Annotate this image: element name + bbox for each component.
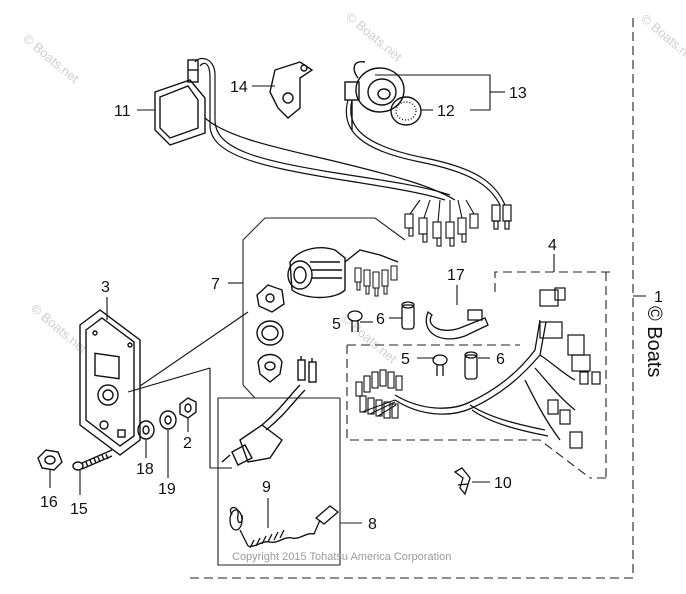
part-2-nut <box>179 397 197 419</box>
watermark-5: © Boats.net <box>338 311 400 367</box>
frame-group-8 <box>217 397 362 566</box>
part-11-switch-box <box>154 59 206 146</box>
harness-13-wires <box>345 99 512 230</box>
callout-2: 2 <box>183 435 192 452</box>
part-17-clamp <box>425 309 489 340</box>
part-ring <box>256 320 284 346</box>
part-15-screw <box>72 449 113 471</box>
part-4-harness <box>394 319 576 441</box>
callout-5-upper: 5 <box>332 316 341 333</box>
part-6-sleeve-lower <box>464 351 478 380</box>
part-19-washer <box>159 410 177 430</box>
watermark-2: © Boats.net <box>343 9 405 65</box>
callout-17: 17 <box>447 267 465 284</box>
part-5-screw-lower <box>432 354 448 376</box>
watermark-1: © Boats.net <box>20 31 82 87</box>
callout-9: 9 <box>262 479 271 496</box>
ignition-connectors <box>354 265 398 297</box>
frame-assembly-1 <box>190 18 634 579</box>
part-6-sleeve-upper <box>401 301 415 330</box>
callout-15: 15 <box>70 501 88 518</box>
callout-4: 4 <box>548 237 557 254</box>
part-9-lanyard <box>229 505 340 549</box>
callout-leaders <box>137 74 505 483</box>
callout-8: 8 <box>368 516 377 533</box>
callout-1: 1 <box>654 289 663 306</box>
harness-4-connectors-left <box>355 369 403 419</box>
part-7-ignition-switch <box>287 247 399 299</box>
harness-4-connectors-top <box>539 287 601 449</box>
part-3-panel <box>79 309 141 456</box>
part-12-cover <box>390 96 422 126</box>
callout-16: 16 <box>40 494 58 511</box>
callout-18: 18 <box>136 461 154 478</box>
harness-11-wires <box>194 57 456 201</box>
panel-leaders <box>106 297 249 469</box>
callout-10: 10 <box>494 475 512 492</box>
part-18-washer <box>137 420 155 440</box>
frame-group-4 <box>346 271 610 479</box>
callout-19: 19 <box>158 481 176 498</box>
part-13-gauge <box>344 61 405 130</box>
copyright-text: Copyright 2015 Tohatsu America Corporati… <box>232 551 451 563</box>
callout-12: 12 <box>437 103 455 120</box>
part-10-clip <box>453 467 471 496</box>
part-14-bracket <box>269 61 314 119</box>
callout-6-upper: 6 <box>376 311 385 328</box>
watermark-3: © Boats.net <box>638 11 686 67</box>
part-16-nut <box>37 449 63 471</box>
callout-14: 14 <box>230 79 248 96</box>
watermarks: © Boats.net © Boats.net © Boats.net © Bo… <box>20 9 686 367</box>
harness-11-connectors <box>404 199 479 247</box>
part-8-switch <box>221 356 317 466</box>
side-watermark: © Boats <box>643 306 665 377</box>
callout-6-lower: 6 <box>496 351 505 368</box>
callout-3: 3 <box>101 279 110 296</box>
callout-13: 13 <box>509 85 527 102</box>
callout-labels: 1 2 3 4 5 5 6 6 7 8 9 10 11 12 13 14 15 … <box>40 79 663 533</box>
part-key-nut <box>256 284 285 313</box>
part-5-screw-upper <box>347 310 363 332</box>
part-key <box>257 353 283 383</box>
watermark-4: © Boats.net <box>28 301 90 357</box>
callout-5-lower: 5 <box>401 351 410 368</box>
callout-11: 11 <box>114 103 131 120</box>
frame-group-7 <box>242 217 406 399</box>
callout-7: 7 <box>211 276 220 293</box>
